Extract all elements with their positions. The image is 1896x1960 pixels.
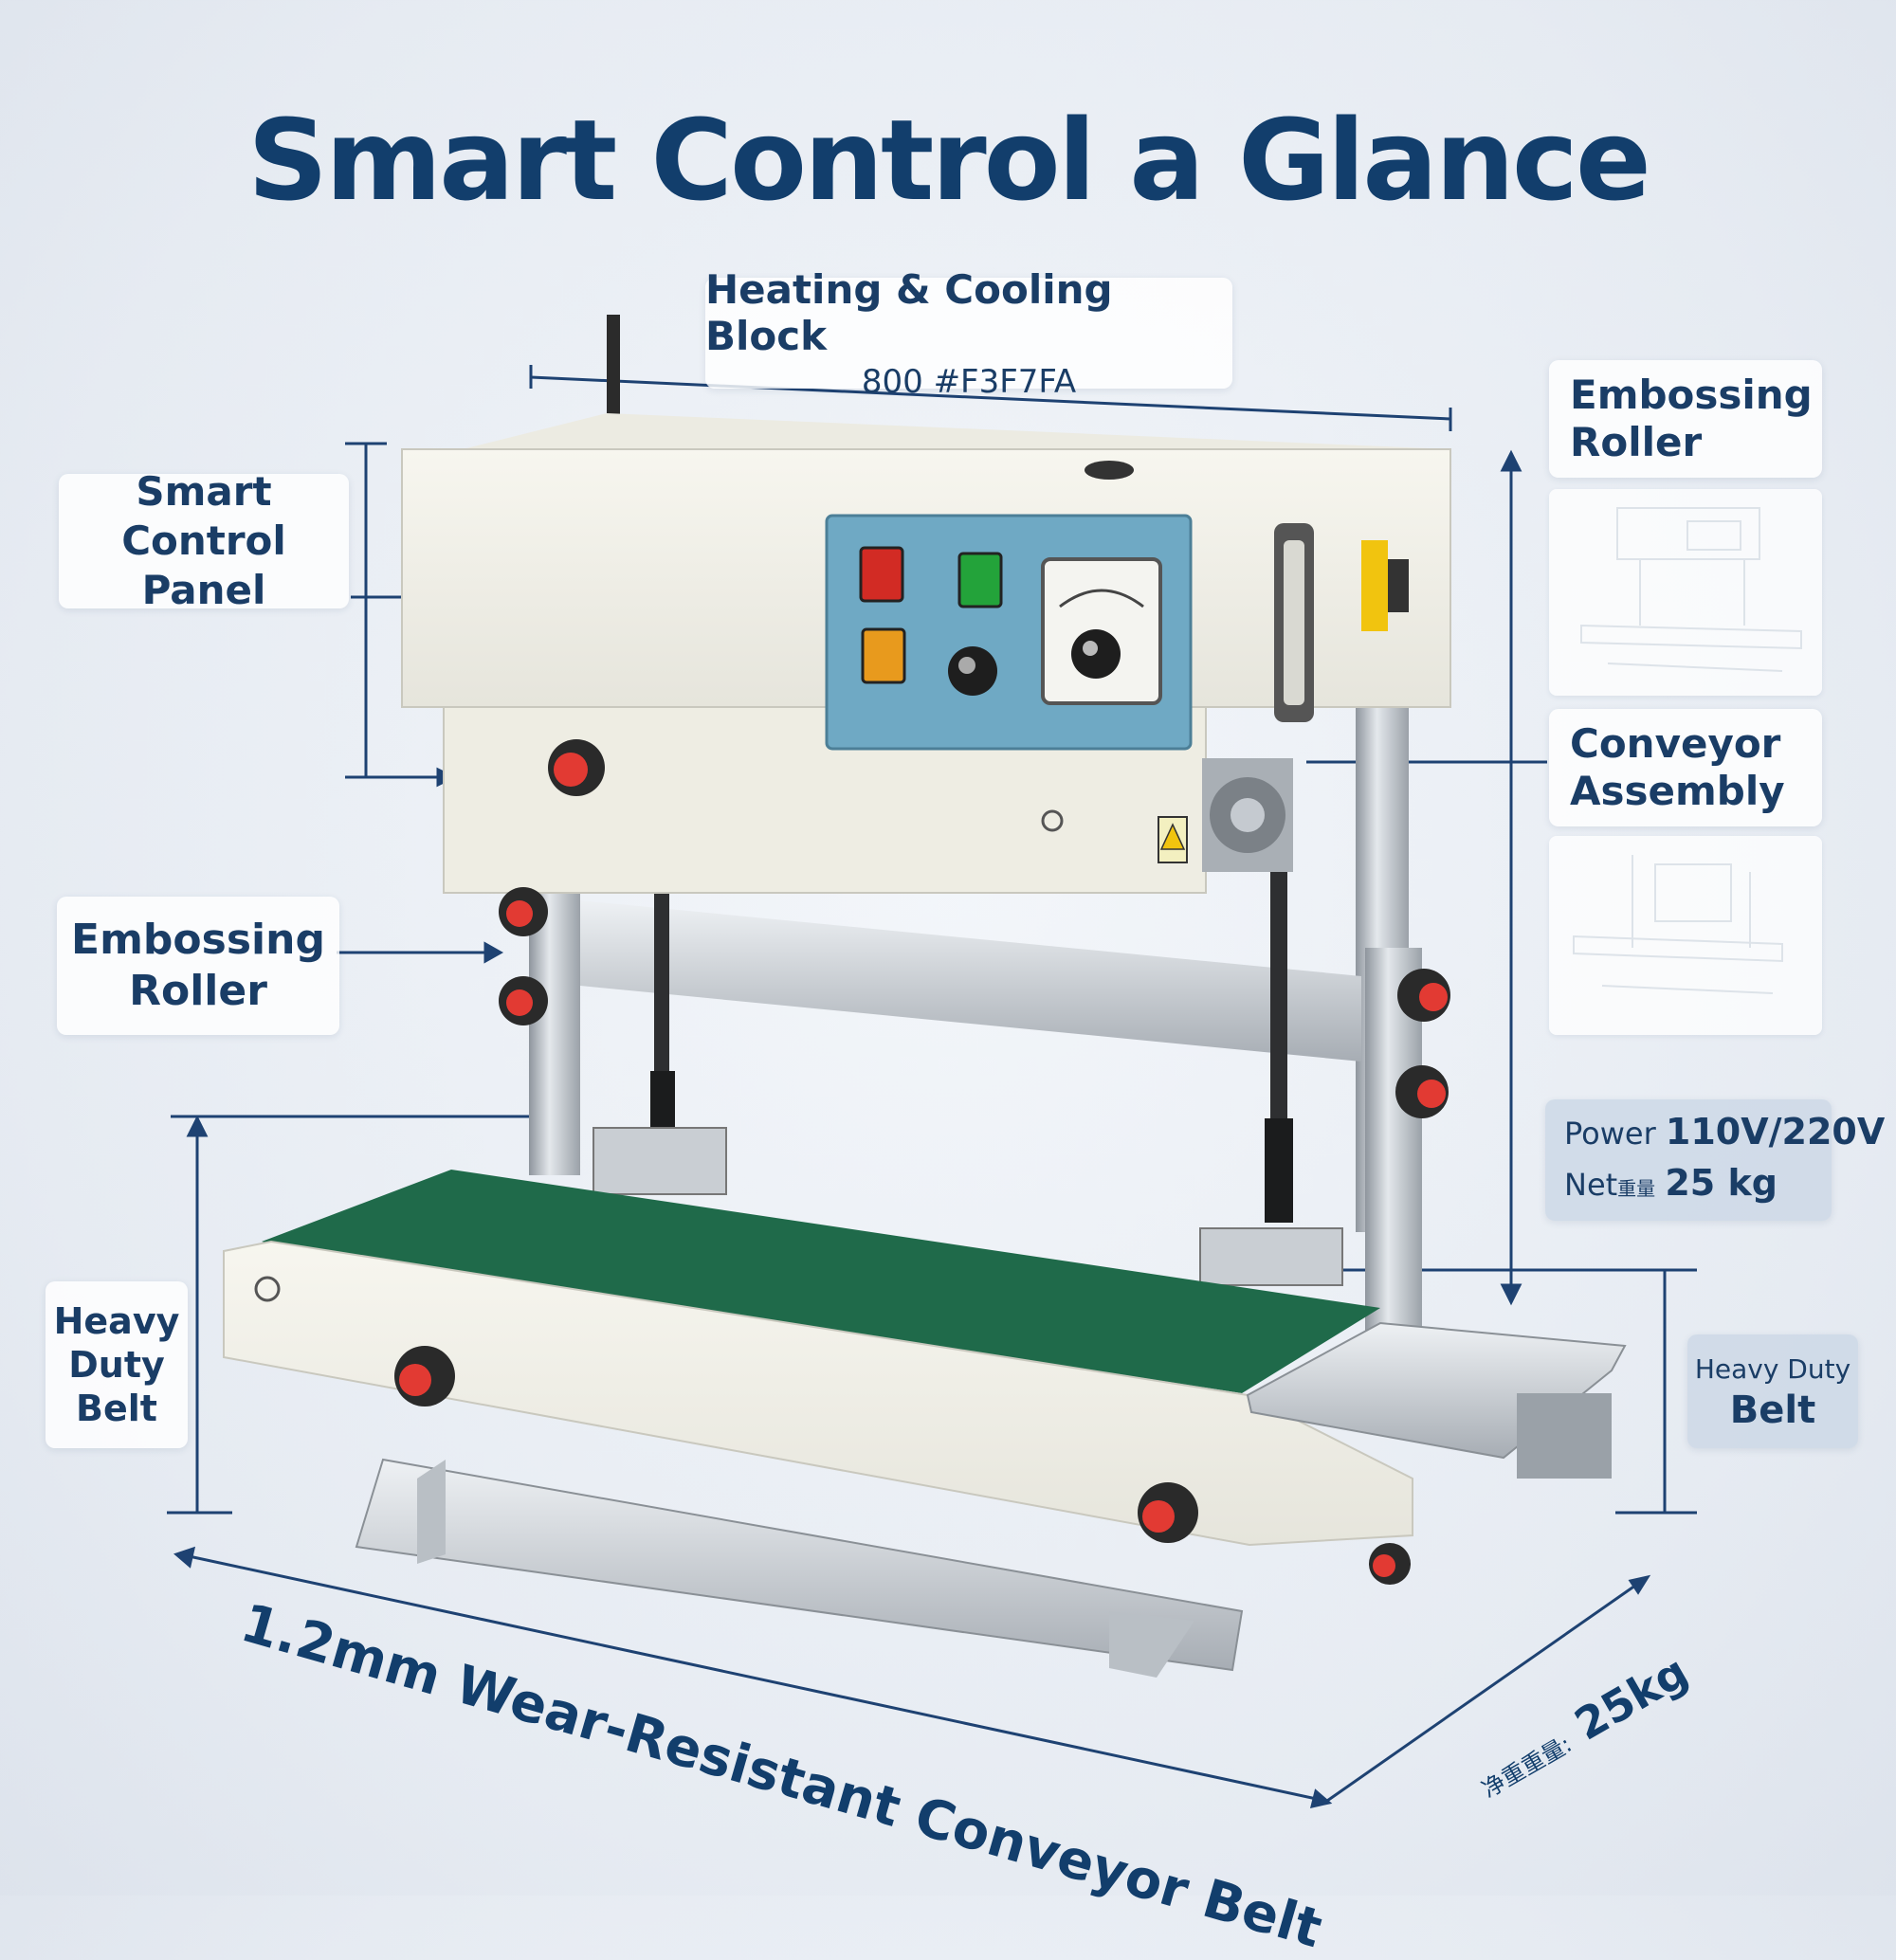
net-weight-label: Net [1564,1167,1618,1203]
callout-embossing-roller-left: Embossing Roller [57,897,339,1035]
callout-embossing-roller-right: Embossing Roller [1549,360,1822,478]
knobs [499,739,1450,1118]
power-value: 110V/220V [1665,1111,1886,1152]
callout-conveyor-assembly: Conveyor Assembly [1549,709,1822,826]
callout-conveyor-line2: Assembly [1570,768,1785,814]
callout-heavy-left-line2: Duty [68,1344,165,1386]
callout-emboss-right-line2: Roller [1570,419,1703,465]
callout-emboss-right-line1: Embossing [1570,372,1813,418]
machine-illustration [167,315,1802,1808]
callout-heavy-duty-belt-left: Heavy Duty Belt [46,1281,188,1448]
callout-heavy-right-line1: Heavy Duty [1694,1353,1851,1385]
power-row: Power 110V/220V [1564,1107,1885,1158]
thumbnail-panel-top [1549,489,1822,696]
thumbnail-panel-bottom [1549,836,1822,1035]
callout-emboss-left-line2: Roller [129,967,267,1015]
callout-heavy-left-line1: Heavy [53,1300,180,1342]
callout-smart-control-panel: Smart Control Panel [59,468,349,613]
net-weight-row: Net重量 25 kg [1564,1158,1832,1213]
callout-emboss-left-line1: Embossing [71,916,325,964]
callout-conveyor-line1: Conveyor [1570,720,1781,767]
callout-heating-subtitle: 800 #F3F7FA [861,362,1077,401]
callout-heavy-right-line2: Belt [1729,1388,1816,1432]
callout-heavy-duty-belt-right: Heavy Duty Belt [1687,1334,1858,1448]
net-weight-label-extra: 重量 [1617,1177,1656,1200]
power-label: Power [1564,1116,1656,1152]
callout-heating-title: Heating & Cooling Block [705,265,1113,359]
callout-heavy-left-line3: Belt [76,1388,157,1429]
net-weight-value: 25 kg [1665,1162,1778,1204]
page-title: Smart Control a Glance [247,95,1651,226]
callout-heating-cooling-block: Heating & Cooling Block 800 #F3F7FA [705,266,1232,401]
callout-power-spec: Power 110V/220V Net重量 25 kg [1545,1099,1885,1221]
callout-panel-line1: Smart Control [121,468,286,564]
callout-panel-line2: Panel [141,567,266,613]
